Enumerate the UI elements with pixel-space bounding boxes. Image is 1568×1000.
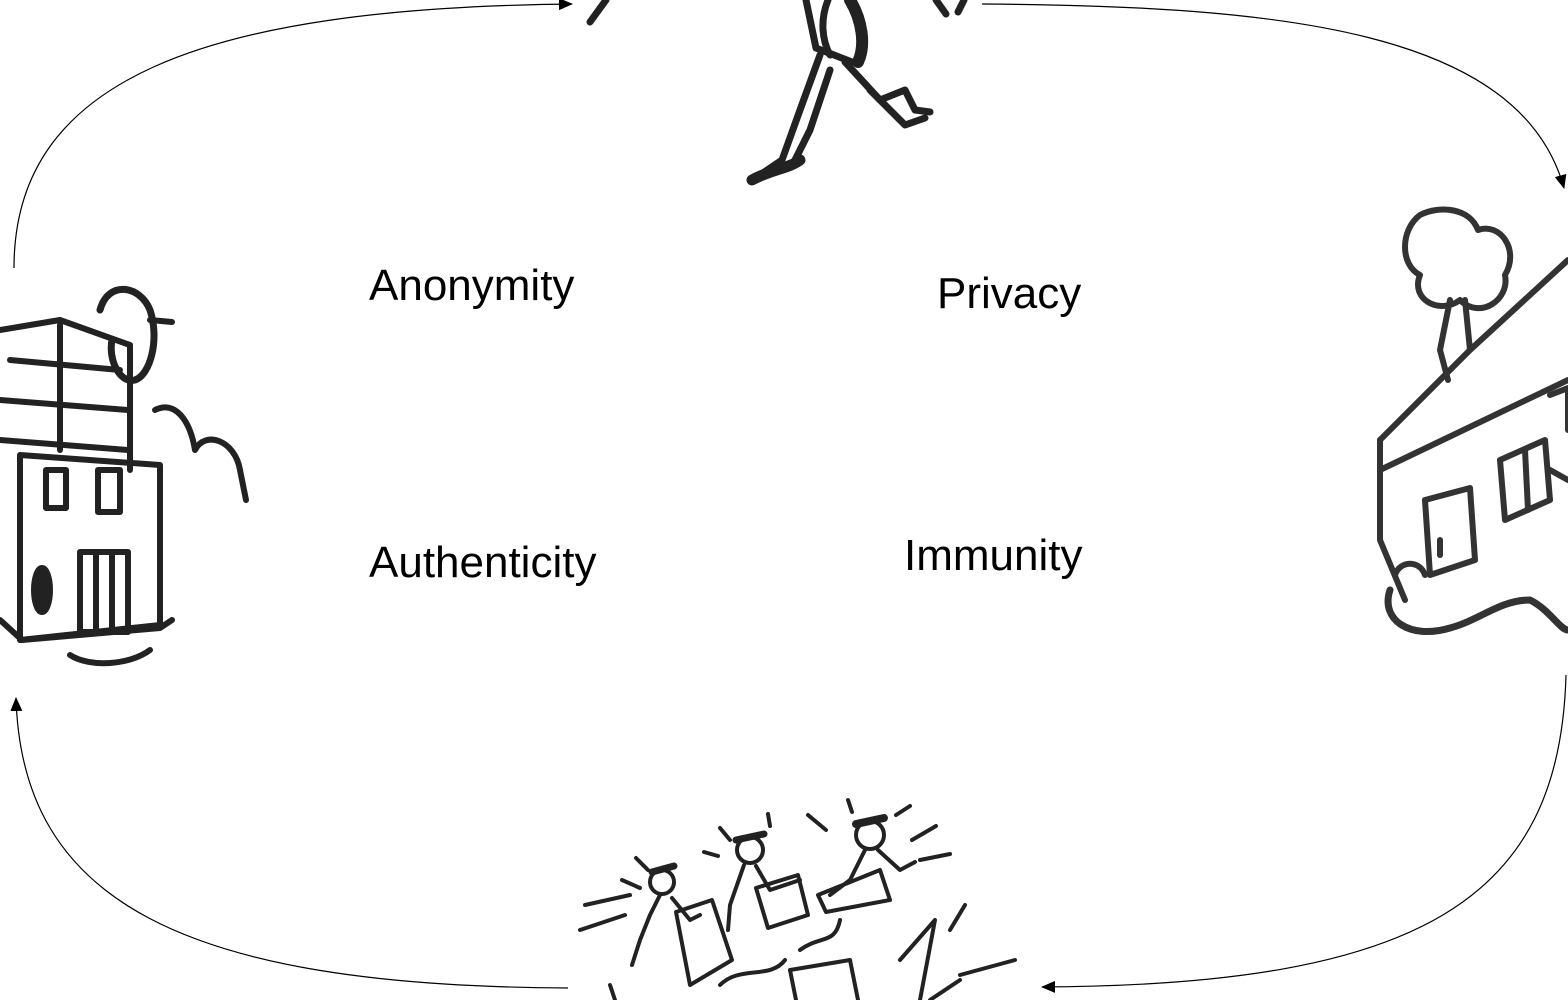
arrow-right-to-bottom	[1041, 674, 1567, 993]
arrow-top-to-right	[981, 3, 1567, 189]
label-immunity: Immunity	[904, 531, 1083, 580]
label-privacy: Privacy	[937, 269, 1082, 318]
arrow-bottom-to-left	[10, 697, 569, 989]
people-carrying-boxes-sketch-icon	[578, 798, 1017, 1000]
arrow-left-to-top	[13, 0, 573, 269]
running-person-sketch-icon	[586, 0, 968, 186]
building-sketch-icon	[0, 285, 249, 667]
house-with-tree-sketch-icon	[1377, 206, 1568, 636]
label-authenticity: Authenticity	[369, 538, 597, 587]
label-anonymity: Anonymity	[369, 261, 575, 310]
